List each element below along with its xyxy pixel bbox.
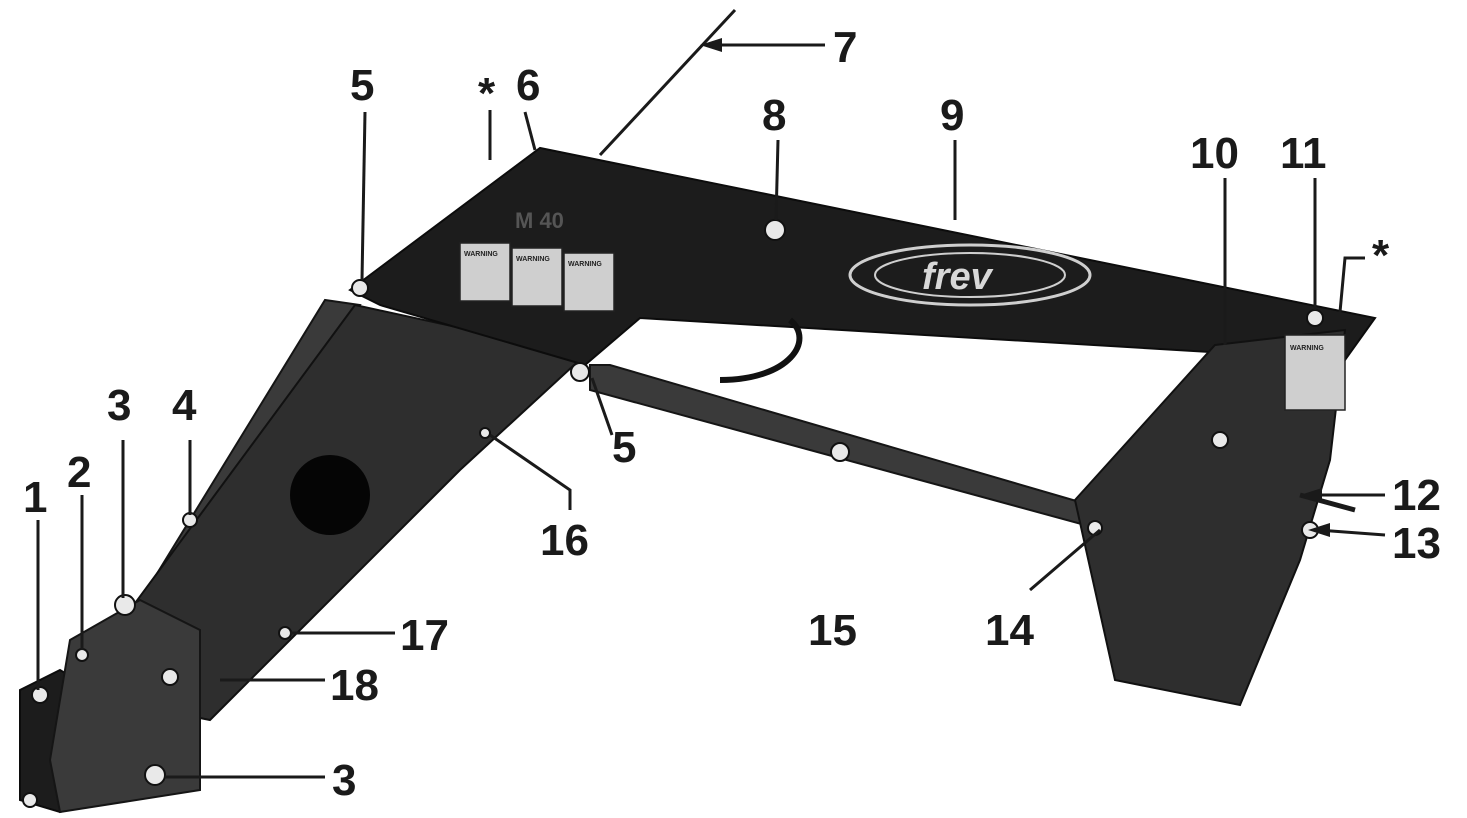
callout-5-upper: 5 bbox=[350, 61, 374, 110]
callout-9: 9 bbox=[940, 91, 964, 140]
callout-labels: 1 2 3 3 4 5 5 6 7 8 9 10 11 12 13 14 15 … bbox=[23, 23, 1441, 805]
brand-logo: frev bbox=[848, 243, 1092, 307]
callout-12: 12 bbox=[1392, 471, 1441, 520]
marker-2 bbox=[75, 648, 89, 662]
marker-1b bbox=[22, 792, 38, 808]
callout-17: 17 bbox=[400, 611, 449, 660]
callout-star-1: * bbox=[478, 69, 496, 118]
marker-1 bbox=[31, 686, 49, 704]
callout-5-lower: 5 bbox=[612, 423, 636, 472]
model-badge: M 40 bbox=[515, 208, 564, 233]
marker-5a bbox=[351, 279, 369, 297]
svg-text:frev: frev bbox=[922, 256, 994, 298]
leader-lines bbox=[36, 8, 1386, 779]
hydraulic-hose bbox=[719, 317, 803, 383]
tool-plate bbox=[48, 598, 201, 814]
decal-label-3: WARNING bbox=[568, 261, 602, 268]
callout-1: 1 bbox=[23, 473, 47, 522]
callout-3-upper: 3 bbox=[107, 381, 131, 430]
callout-7: 7 bbox=[833, 23, 857, 72]
callout-18: 18 bbox=[330, 661, 379, 710]
marker-5b bbox=[570, 362, 590, 382]
arrowheads bbox=[700, 38, 1330, 537]
callout-11: 11 bbox=[1280, 129, 1327, 178]
marker-3b bbox=[144, 764, 166, 786]
marker-3a bbox=[114, 594, 136, 616]
loader-arm: M 40 frev WARNING WARNING WARNING WARNIN… bbox=[19, 146, 1377, 814]
callout-15: 15 bbox=[808, 606, 857, 655]
callout-2: 2 bbox=[67, 448, 91, 497]
callout-6: 6 bbox=[516, 61, 540, 110]
side-decal-label: WARNING bbox=[1290, 345, 1324, 352]
marker-15 bbox=[830, 442, 850, 462]
callout-10: 10 bbox=[1190, 129, 1239, 178]
marker-11 bbox=[1306, 309, 1324, 327]
marker-4 bbox=[182, 512, 198, 528]
callout-3-lower: 3 bbox=[332, 756, 356, 805]
callout-4: 4 bbox=[172, 381, 197, 430]
callout-14: 14 bbox=[985, 606, 1034, 655]
marker-17 bbox=[278, 626, 292, 640]
callout-8: 8 bbox=[762, 91, 786, 140]
callout-16: 16 bbox=[540, 516, 589, 565]
marker-extra bbox=[1211, 431, 1229, 449]
callout-13: 13 bbox=[1392, 519, 1441, 568]
marker-18 bbox=[161, 668, 179, 686]
callout-star-2: * bbox=[1372, 231, 1390, 280]
marker-8 bbox=[764, 219, 786, 241]
warning-decals: WARNING WARNING WARNING WARNING bbox=[459, 242, 1346, 411]
access-hole bbox=[290, 455, 370, 535]
decal-label-2: WARNING bbox=[516, 256, 550, 263]
marker-16 bbox=[479, 427, 491, 439]
decal-label-1: WARNING bbox=[464, 251, 498, 258]
